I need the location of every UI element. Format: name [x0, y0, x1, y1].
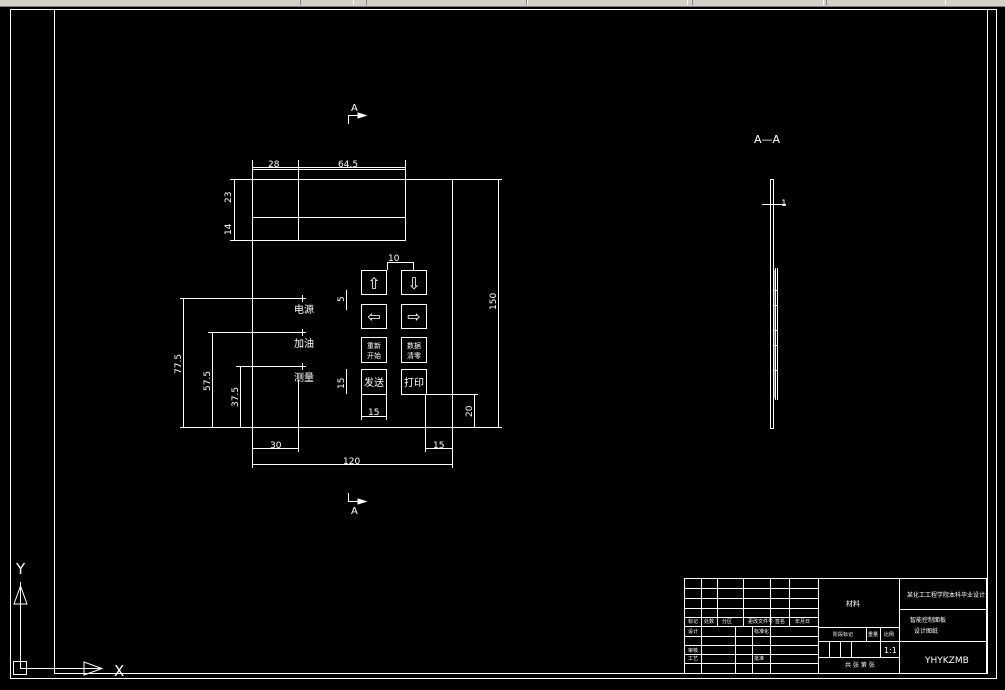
key-left [361, 304, 387, 329]
tb-check: 审核 [688, 647, 698, 654]
key-right [401, 304, 427, 329]
tb-weight: 重量 [868, 631, 878, 638]
tb-design: 设计 [688, 628, 698, 635]
title-block [684, 578, 987, 674]
dim-150: 150 [489, 293, 499, 310]
indicator-labels: 电源 加油 测量 [294, 303, 314, 384]
tb-title-2: 设计图纸 [914, 627, 938, 635]
dim-77-5: 77.5 [174, 354, 184, 374]
dim-1: 1 [781, 199, 787, 209]
inner-frame [54, 9, 988, 674]
tb-scale: 1:1 [884, 646, 897, 655]
key-send-label: 发送 [364, 376, 384, 389]
dim-30: 30 [270, 441, 282, 451]
tb-approve: 批准 [754, 655, 764, 662]
dim-64-5: 64.5 [338, 160, 358, 170]
dim-57-5: 57.5 [203, 371, 213, 391]
tb-material: 材料 [846, 599, 860, 608]
dim-15-key: 15 [368, 408, 379, 418]
dim-28: 28 [268, 160, 280, 170]
tb-mark: 标记 [688, 618, 698, 625]
down-arrow-icon: ⇩ [407, 274, 420, 293]
toolbar-dropdown[interactable] [366, 0, 528, 5]
key-restart [361, 337, 387, 363]
dimension-labels: 28 64.5 23 14 10 5 150 77.5 57.5 37.5 15… [174, 160, 499, 467]
key-reset-label-2: 清零 [407, 351, 421, 360]
dim-10: 10 [388, 254, 400, 264]
key-restart-label-1: 重新 [367, 341, 381, 350]
tb-process: 工艺 [688, 656, 698, 662]
key-down [401, 270, 427, 295]
key-print [401, 369, 427, 395]
section-mark-bottom: A [351, 506, 358, 517]
section-view [762, 179, 786, 429]
toolbar-dropdown[interactable] [300, 0, 354, 5]
dim-15-bottom: 15 [433, 441, 444, 451]
key-send [361, 369, 387, 395]
key-up [361, 270, 387, 295]
key-reset-label-1: 数据 [407, 341, 421, 350]
section-view-title: A—A [754, 133, 781, 146]
panel-outline [252, 179, 453, 428]
dim-5: 5 [337, 296, 347, 302]
label-fuel: 加油 [294, 337, 314, 350]
dim-14: 14 [224, 223, 234, 235]
section-mark-top: A [351, 103, 358, 114]
front-view [180, 160, 502, 468]
tb-count: 处数 [704, 618, 714, 625]
tb-file: 更改文件号 [748, 618, 773, 625]
right-arrow-icon: ⇨ [407, 307, 420, 326]
tb-school: 某化工工程学院本科毕业设计 [907, 591, 985, 599]
tb-stage: 阶段标记 [833, 631, 853, 638]
window-topbar [0, 0, 1005, 7]
dim-37-5: 37.5 [231, 387, 241, 407]
dim-23: 23 [224, 192, 234, 203]
key-reset [401, 337, 427, 363]
title-block-text: 标记 处数 分区 更改文件号 签名 年月日 设计 标准化 审核 工艺 批准 阶段… [688, 591, 985, 669]
ucs-x-label: X [114, 662, 124, 680]
tb-code: YHYKZMB [924, 656, 969, 666]
dim-20: 20 [465, 405, 475, 417]
tb-zone: 分区 [722, 618, 732, 625]
key-labels: ⇧ ⇩ ⇦ ⇨ 重新 开始 数据 清零 发送 打印 [364, 274, 424, 389]
display-window [252, 167, 406, 241]
tb-ratio: 比例 [884, 631, 894, 638]
left-arrow-icon: ⇦ [367, 307, 380, 326]
dim-120: 120 [343, 457, 360, 467]
toolbar-dropdown[interactable] [826, 0, 946, 5]
toolbar-dropdown[interactable] [692, 0, 824, 5]
toolbar-dropdown[interactable] [526, 0, 688, 5]
label-power: 电源 [294, 303, 314, 316]
tb-sheet: 共 张 第 张 [845, 661, 875, 669]
ucs-y-label: Y [15, 560, 26, 578]
tb-title-1: 智能控制面板 [910, 616, 946, 624]
label-measure: 测量 [294, 371, 314, 384]
key-print-label: 打印 [404, 376, 424, 389]
tb-date: 年月日 [795, 618, 810, 625]
ucs-icon [13, 582, 104, 676]
section-marks [348, 112, 368, 505]
key-restart-label-2: 开始 [367, 351, 381, 360]
tb-sign: 签名 [775, 618, 785, 625]
dim-15-vertical: 15 [337, 378, 347, 389]
up-arrow-icon: ⇧ [367, 274, 380, 293]
tb-std: 标准化 [754, 628, 769, 635]
